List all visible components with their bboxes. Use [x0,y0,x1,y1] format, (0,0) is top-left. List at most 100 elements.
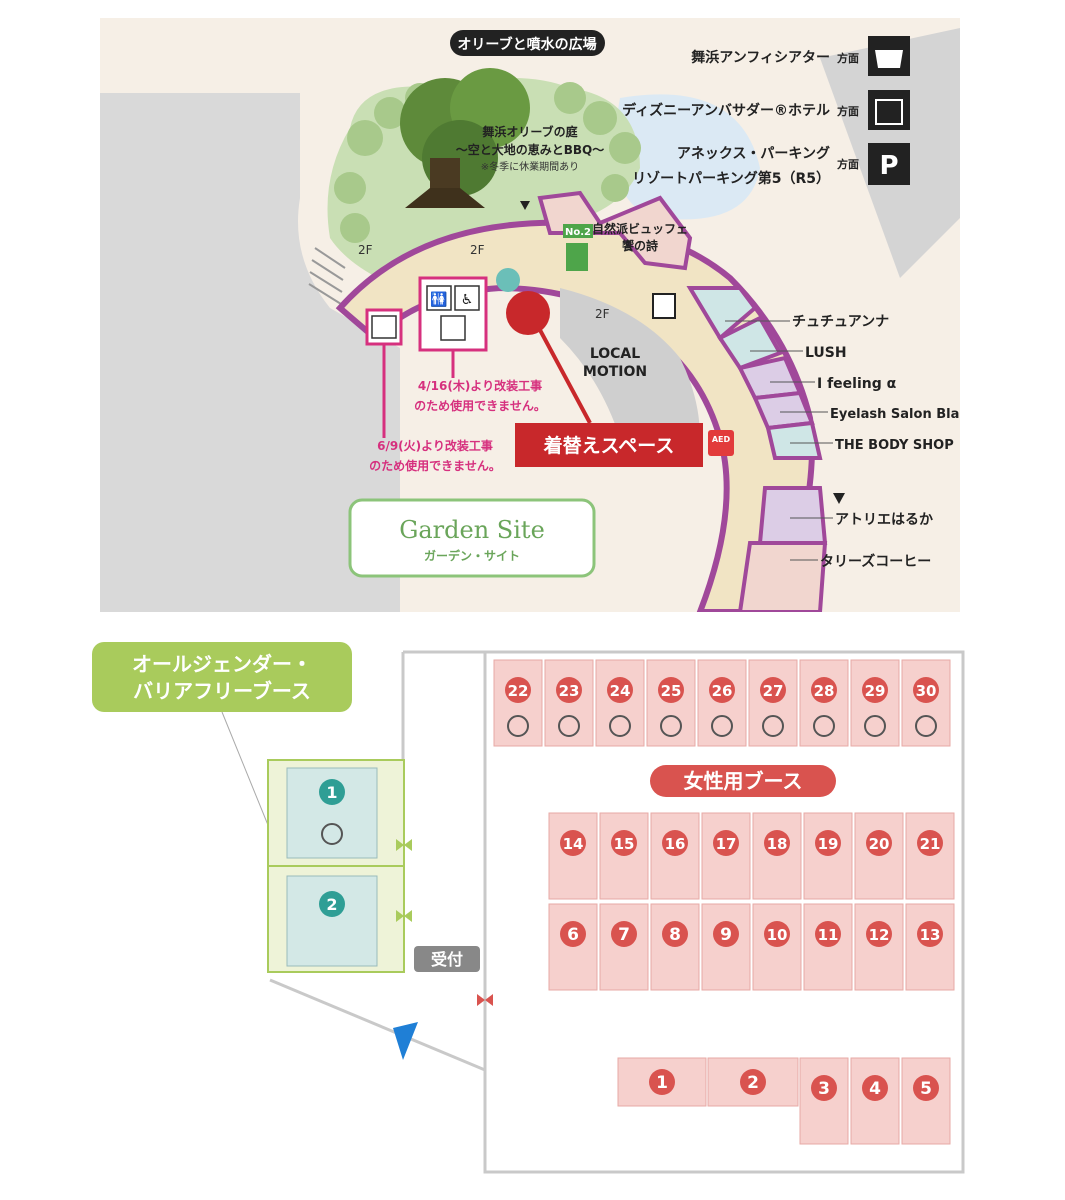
booth-number-badge [607,677,633,703]
all-gender-label-2: バリアフリーブース [133,679,311,703]
outlet-icon [321,823,343,845]
water-area [615,94,760,220]
garden-site-box [348,498,596,578]
outlet-icon [813,715,835,737]
shop-label: I feeling α [817,376,897,392]
outlet-icon [558,715,580,737]
garden-site-jp: ガーデン・サイト [424,548,520,563]
door-icon [396,839,412,851]
local-motion-building [560,288,700,438]
women-label: 女性用ブース [684,769,803,793]
aed-label: AED [712,435,731,444]
booth-number-badge [560,830,586,856]
info-icon [496,268,520,292]
booth-number-badge [319,891,345,917]
restaurant-name-2: 饗の詩 [622,238,658,253]
booth-number: 10 [767,926,788,944]
booth-number: 23 [559,682,580,700]
accessible-toilet-icon [454,285,480,311]
booth-number: 26 [712,682,733,700]
restaurant-icon [566,243,588,271]
booth-number-badge [913,677,939,703]
booth-number: 25 [661,682,682,700]
booth-number: 3 [818,1079,830,1099]
booth-number: 2 [326,895,337,914]
booth-number: 8 [669,925,681,945]
direction-suffix: 方面 [837,104,859,118]
booth-number: 20 [869,835,890,853]
booth[interactable] [905,812,955,900]
booth[interactable] [595,659,645,747]
booth-number: 5 [920,1079,932,1099]
plaza-label-pill [450,30,605,56]
direction-suffix: 方面 [837,51,859,65]
booth-number-badge [866,830,892,856]
booth-number: 12 [869,926,890,944]
booth-number-badge [713,830,739,856]
changing-space-marker[interactable] [506,291,550,335]
booth-number-badge [764,830,790,856]
direction-suffix: 方面 [837,157,859,171]
garden-site-en: Garden Site [399,516,545,544]
plaza-label: オリーブと噴水の広場 [457,36,596,53]
restaurant-no-badge [563,224,593,238]
triangle-marker [833,493,845,504]
booth-number: 14 [563,835,584,853]
triangle-marker [520,201,530,210]
phone-charging-icon [652,293,676,319]
booth-number-badge [862,1075,888,1101]
notice-text: のため使用できません。 [369,458,501,473]
booth-number: 7 [618,925,630,945]
booth-number: 11 [818,926,839,944]
booth-number-badge [662,921,688,947]
booth-number: 15 [614,835,635,853]
outlet-icon [864,715,886,737]
direction-hotel: ディズニーアンバサダー®ホテル [622,102,830,119]
map-canvas: オリーブと噴水の広場 舞浜オリーブの庭 ～空と大地の恵みとBBQ～ ※冬季に休業… [100,18,960,612]
outlet-icon [915,715,937,737]
booth-number: 28 [814,682,835,700]
booth-number-badge [560,921,586,947]
booth-number-badge [611,921,637,947]
baby-care-icon [440,315,466,341]
booth-number-badge [649,1069,675,1095]
booth-number: 4 [869,1079,881,1099]
direction-theater: 舞浜アンフィシアター [691,49,830,66]
changing-space-label: 着替えスペース [544,434,675,457]
all-gender-label: オールジェンダー・ [132,652,312,676]
booth-number: 9 [720,925,732,945]
booth[interactable] [286,875,378,967]
booth-number-badge [611,830,637,856]
area-map: オリーブと噴水の広場 舞浜オリーブの庭 ～空と大地の恵みとBBQ～ ※冬季に休業… [100,18,960,612]
parking-icon [868,143,910,185]
tree-title: 舞浜オリーブの庭 [481,124,577,139]
reception-label: 受付 [431,950,463,969]
booth-number: 1 [326,783,337,802]
booth-number: 1 [656,1073,668,1093]
notice-text: 6/9(火)より改装工事 [377,438,493,453]
booth-number: 21 [920,835,941,853]
shop-label: LUSH [805,345,847,361]
booth-number-badge [662,830,688,856]
booth-number-badge [760,677,786,703]
olive-tree-icon [400,68,530,208]
booth-number: 24 [610,682,631,700]
booth-number-badge [913,1075,939,1101]
entrance-arrow-icon [393,1022,418,1060]
shop-label: アトリエはるか [835,512,933,528]
local-motion-label-2: MOTION [583,364,647,380]
tree-subtitle: ～空と大地の恵みとBBQ～ [456,142,605,157]
restaurant-no: No.2 [565,227,591,238]
booth-number-badge [713,921,739,947]
floor-mark: 2F [358,243,373,257]
direction-parking-2: リゾートパーキング第5（R5） [632,170,830,187]
shop-label: Eyelash Salon Blanc [830,407,960,422]
booth-number-badge [815,921,841,947]
booth-number: 18 [767,835,788,853]
booth-number-badge [658,677,684,703]
outlet-icon [507,715,529,737]
booth[interactable] [901,659,951,747]
shop-label: THE BODY SHOP [835,438,954,453]
changing-space-label-box [515,423,703,467]
